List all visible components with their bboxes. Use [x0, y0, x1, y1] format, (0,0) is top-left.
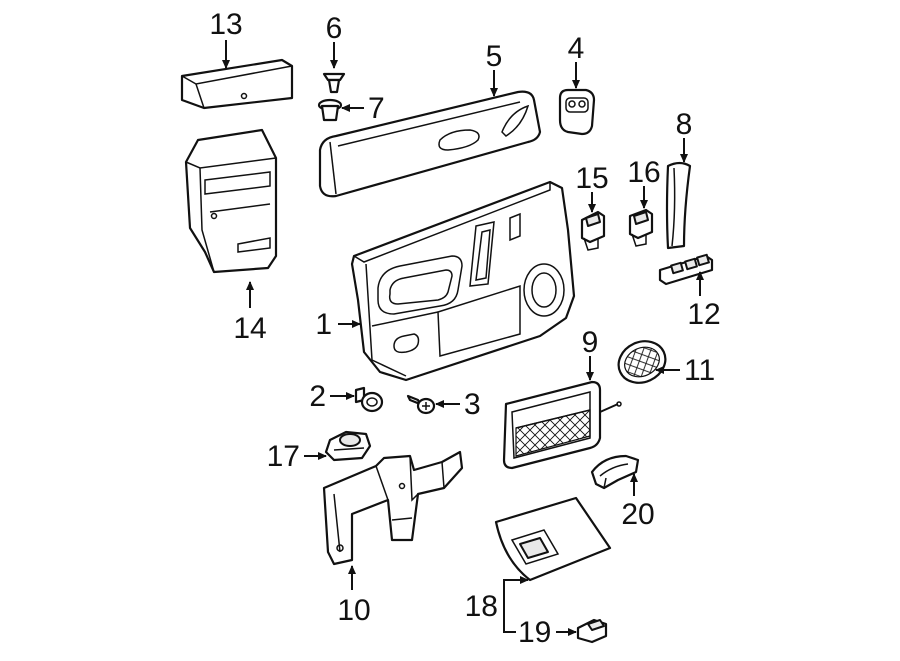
- callout-10: 10: [337, 594, 370, 627]
- part-7-retainer: [317, 98, 343, 122]
- leader-lines: [222, 40, 704, 636]
- callout-8: 8: [676, 108, 693, 141]
- callout-20: 20: [621, 498, 654, 531]
- part-14-inner-panel: [184, 128, 278, 274]
- part-18-lower-panel: [494, 496, 612, 582]
- part-6-clip: [322, 72, 346, 94]
- part-3-screw: [406, 394, 436, 415]
- callout-2: 2: [309, 380, 326, 413]
- callout-6: 6: [326, 12, 343, 45]
- part-19-clip: [576, 618, 608, 644]
- part-5-upper-trim: [318, 90, 542, 198]
- callout-3: 3: [464, 388, 481, 421]
- part-17-bracket-clip: [324, 430, 372, 462]
- callout-14: 14: [233, 312, 266, 345]
- callout-9: 9: [582, 326, 599, 359]
- callout-4: 4: [568, 32, 585, 65]
- part-11-speaker-grille: [617, 340, 667, 384]
- callout-13: 13: [209, 8, 242, 41]
- callout-7: 7: [368, 92, 385, 125]
- callout-11: 11: [684, 354, 715, 387]
- part-10-support-frame: [322, 450, 464, 566]
- part-8-trim-strip: [665, 161, 692, 250]
- callout-12: 12: [687, 298, 720, 331]
- part-13-upper-trim: [180, 58, 294, 110]
- callout-18: 18: [465, 590, 498, 623]
- part-4-switch: [558, 88, 596, 136]
- callout-5: 5: [486, 40, 503, 73]
- part-12-switch-panel: [658, 253, 714, 286]
- part-1-door-panel: [350, 180, 576, 382]
- part-15-switch: [580, 210, 606, 251]
- callout-1: 1: [315, 308, 332, 341]
- part-2-push-clip: [354, 386, 384, 413]
- part-20-pull-cup: [590, 454, 640, 490]
- part-9-map-pocket: [502, 380, 622, 470]
- callout-19: 19: [518, 616, 551, 649]
- callout-15: 15: [575, 162, 608, 195]
- callout-16: 16: [627, 156, 660, 189]
- callout-17: 17: [267, 440, 300, 473]
- part-16-switch: [628, 208, 654, 247]
- callout-labels: 13 14 6 7 5 4 8 15 16 12 1 2 3 9 11 17 1…: [209, 8, 720, 649]
